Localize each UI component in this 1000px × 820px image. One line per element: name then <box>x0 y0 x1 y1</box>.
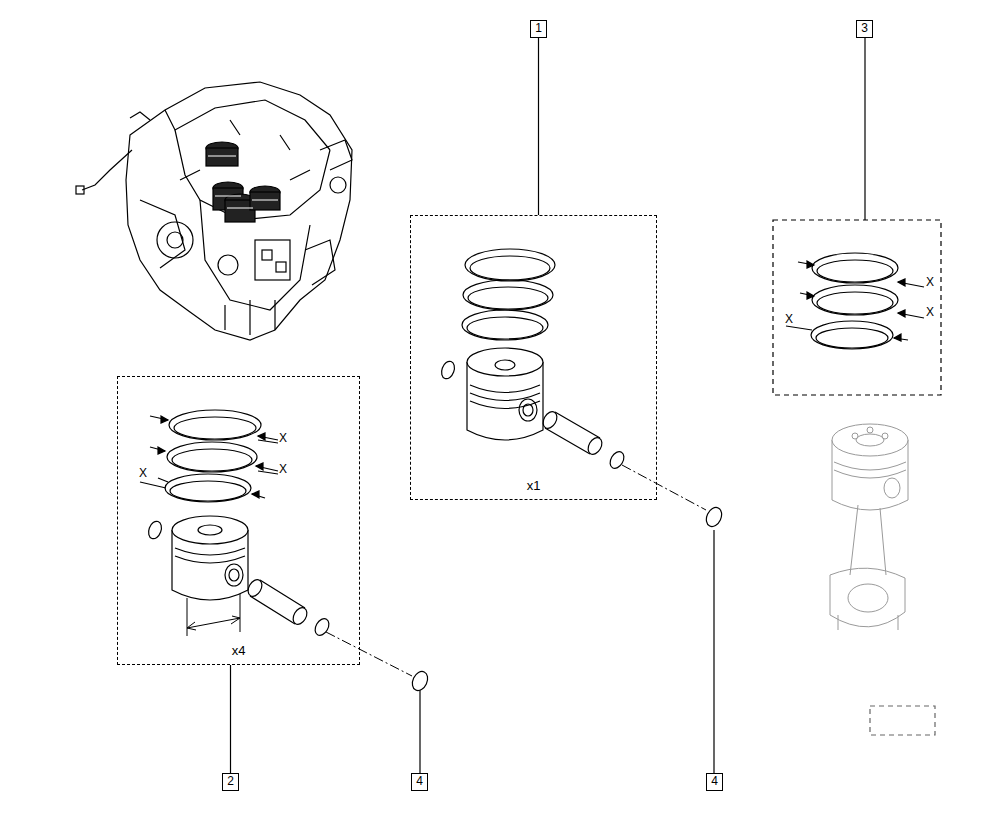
kit-frame: x4 <box>117 376 360 665</box>
dimension-label: X <box>784 313 794 325</box>
engine-illustration <box>76 82 352 340</box>
ring-marker <box>786 261 924 341</box>
circlip <box>703 505 724 529</box>
empty-frame <box>870 706 935 735</box>
leader-line <box>713 530 714 773</box>
circlip <box>409 669 430 693</box>
callout-text: 3 <box>861 22 868 35</box>
group-frame <box>773 220 941 395</box>
piston-kit-2 <box>146 410 331 638</box>
piston-kit-1 <box>439 249 626 471</box>
axis-line <box>622 465 706 510</box>
callout-text: 4 <box>711 775 718 788</box>
piston-rod-illustration <box>830 424 908 630</box>
leader-line <box>864 38 865 220</box>
quantity-label: x1 <box>527 479 541 493</box>
callout-number: 4 <box>411 773 428 791</box>
leader-line <box>230 665 231 773</box>
leader-line <box>538 38 539 215</box>
kit-frame: x1 <box>410 215 657 500</box>
quantity-label: x4 <box>232 644 246 658</box>
callout-text: 4 <box>416 775 423 788</box>
callout-number: 1 <box>530 20 547 38</box>
callout-number: 3 <box>856 20 873 38</box>
axis-line <box>326 632 412 676</box>
piston-highlight <box>206 142 280 222</box>
callout-number: 4 <box>706 773 723 791</box>
dimension-label: X <box>278 463 288 475</box>
dimension-label: X <box>925 306 935 318</box>
dimension-label: X <box>278 432 288 444</box>
ring-set <box>811 253 898 349</box>
callout-text: 1 <box>535 22 542 35</box>
dimension-label: X <box>138 467 148 479</box>
callout-text: 2 <box>227 775 234 788</box>
leader-line <box>419 690 420 773</box>
callout-number: 2 <box>222 773 239 791</box>
dimension-label: X <box>925 276 935 288</box>
ring-marker <box>140 416 278 498</box>
